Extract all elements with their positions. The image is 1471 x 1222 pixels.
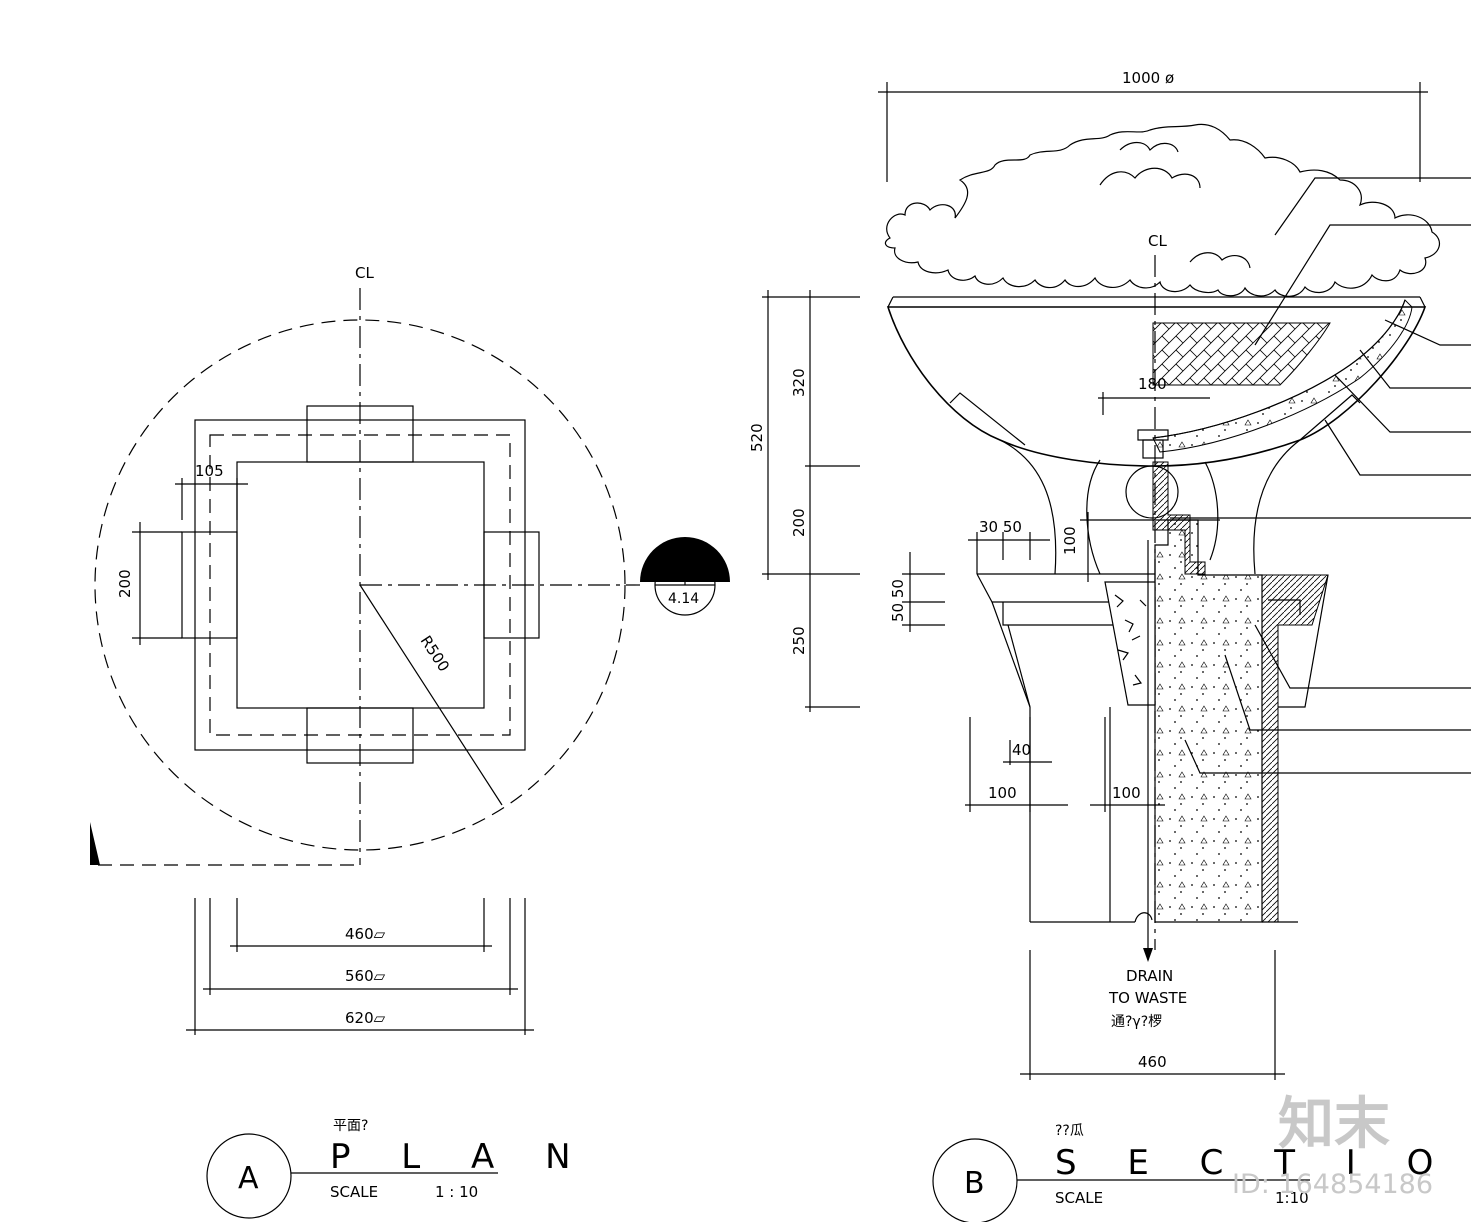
section-dim-320: 320 [790, 368, 808, 397]
section-dim-3050: 30 50 [979, 518, 1022, 536]
plan-radius-label: R500 [417, 632, 453, 675]
plants-foliage-inner-3 [1119, 141, 1179, 153]
gravel-marks [1114, 594, 1147, 686]
plan-cut-arrow-left [90, 822, 100, 865]
section-base-left [976, 573, 1155, 708]
callout-leaders [1170, 177, 1471, 774]
leader-2 [1254, 224, 1471, 346]
section-title-bubble [932, 1138, 1018, 1222]
plan-centerline-label: CL [355, 264, 374, 282]
plan-dim-460: 460▱ [345, 925, 386, 943]
plan-title-chinese: 平面? [333, 1118, 368, 1134]
section-title-chinese: ??瓜 [1055, 1123, 1084, 1139]
drain-arrow [1143, 948, 1153, 962]
section-hatched-cap [1261, 574, 1329, 923]
plan-tab-top [306, 405, 414, 463]
plan-outer-square [194, 419, 526, 751]
section-title-name: S E C T I O N [1055, 1143, 1471, 1183]
section-dim-180: 180 [1138, 375, 1167, 393]
plan-tab-bottom [306, 707, 414, 764]
plan-tab-left [181, 531, 238, 639]
plan-dim-200: 200 [116, 569, 134, 598]
plan-outer-circle [94, 319, 626, 851]
plan-title-name: P L A N [330, 1137, 591, 1177]
drain-label-1: DRAIN [1126, 967, 1173, 985]
section-title-bubble-letter: B [964, 1166, 985, 1201]
section-dim-200: 200 [790, 508, 808, 537]
section-base-right [1278, 574, 1329, 708]
plan-section-marker-ref: 4.14 [668, 591, 699, 607]
stem-inner-right [1204, 461, 1219, 561]
section-cap-inner [1268, 599, 1301, 615]
section-dim-520: 520 [748, 423, 766, 452]
section-ground-break [1134, 912, 1153, 923]
plan-section-marker-ld: LD [688, 566, 707, 582]
stem-right-curve [1253, 439, 1301, 575]
detail-circle [1125, 465, 1179, 519]
leader-8 [1254, 624, 1471, 689]
stem-left-curve [999, 439, 1057, 575]
section-base-taper [1007, 624, 1031, 708]
plan-view: CL R500 105 200 460▱ 560▱ 620▱ [90, 264, 730, 1219]
section-centerline-label: CL [1148, 232, 1167, 250]
section-dim-40: 40 [1012, 741, 1031, 759]
bowl-rim-left [887, 296, 894, 308]
section-dim-100c: 100 [1112, 784, 1141, 802]
bowl-liner-concrete [1152, 299, 1413, 453]
plan-scale-value: 1 : 10 [435, 1183, 478, 1201]
section-dim-5050: 50 50 [889, 579, 907, 622]
plan-section-marker-b: B [664, 566, 674, 582]
plan-dim-560: 560▱ [345, 967, 386, 985]
section-scale-label: SCALE [1055, 1189, 1103, 1207]
section-scale-value: 1:10 [1275, 1189, 1309, 1207]
leader-6 [1324, 419, 1471, 476]
section-view: 1000 ø CL [748, 69, 1471, 1222]
section-dim-100b: 100 [988, 784, 1017, 802]
drain-label-2: TO WASTE [1108, 989, 1187, 1007]
section-concrete-pedestal [1154, 519, 1263, 923]
drain-fitting-body [1142, 439, 1164, 459]
plan-dim-105: 105 [195, 462, 224, 480]
bowl-strip-left [949, 392, 1026, 446]
plan-scale-label: SCALE [330, 1183, 378, 1201]
bowl-rim-right [1419, 296, 1426, 308]
leader-10 [1184, 739, 1471, 774]
watermark-id: ID: 164854186 [1232, 1169, 1433, 1200]
plants-foliage [884, 123, 1441, 297]
plan-tab-right [483, 531, 540, 639]
bowl-soil-fill [1152, 322, 1331, 386]
drain-label-chinese: 通?γ?椤 [1111, 1014, 1162, 1030]
leader-9 [1224, 654, 1471, 731]
leader-4 [1359, 349, 1471, 389]
plants-foliage-inner-1 [1099, 167, 1201, 189]
leader-3 [1384, 319, 1471, 346]
plan-title-bubble-letter: A [238, 1161, 259, 1196]
bowl-strip-right [1299, 394, 1361, 441]
section-dim-100a: 100 [1061, 526, 1079, 555]
leader-5 [1334, 374, 1471, 433]
plan-title-bubble [206, 1133, 292, 1219]
section-dim-1000: 1000 ø [1122, 69, 1174, 87]
stem-inner-left [1086, 459, 1101, 575]
section-dim-460: 460 [1138, 1053, 1167, 1071]
leader-1 [1274, 177, 1471, 236]
plan-radius-line [359, 584, 503, 806]
plan-dim-620: 620▱ [345, 1009, 386, 1027]
section-dim-250: 250 [790, 626, 808, 655]
plan-mid-square [209, 434, 511, 736]
watermark-logo: 知末 [1278, 1092, 1390, 1157]
gravel-pocket [1104, 581, 1156, 706]
plants-foliage-inner-2 [1189, 252, 1251, 269]
